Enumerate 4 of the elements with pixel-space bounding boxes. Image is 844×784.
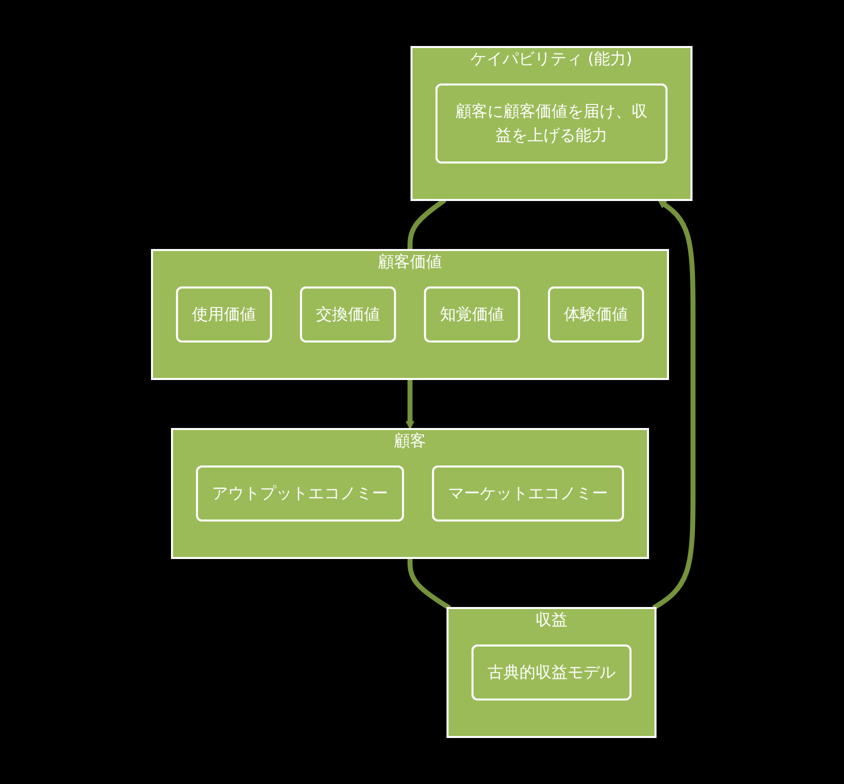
node-text: 顧客に顧客価値を届け、収益を上げる能力 [455, 102, 647, 144]
arrow [405, 379, 414, 430]
connector [407, 558, 450, 610]
arrow [652, 200, 695, 610]
